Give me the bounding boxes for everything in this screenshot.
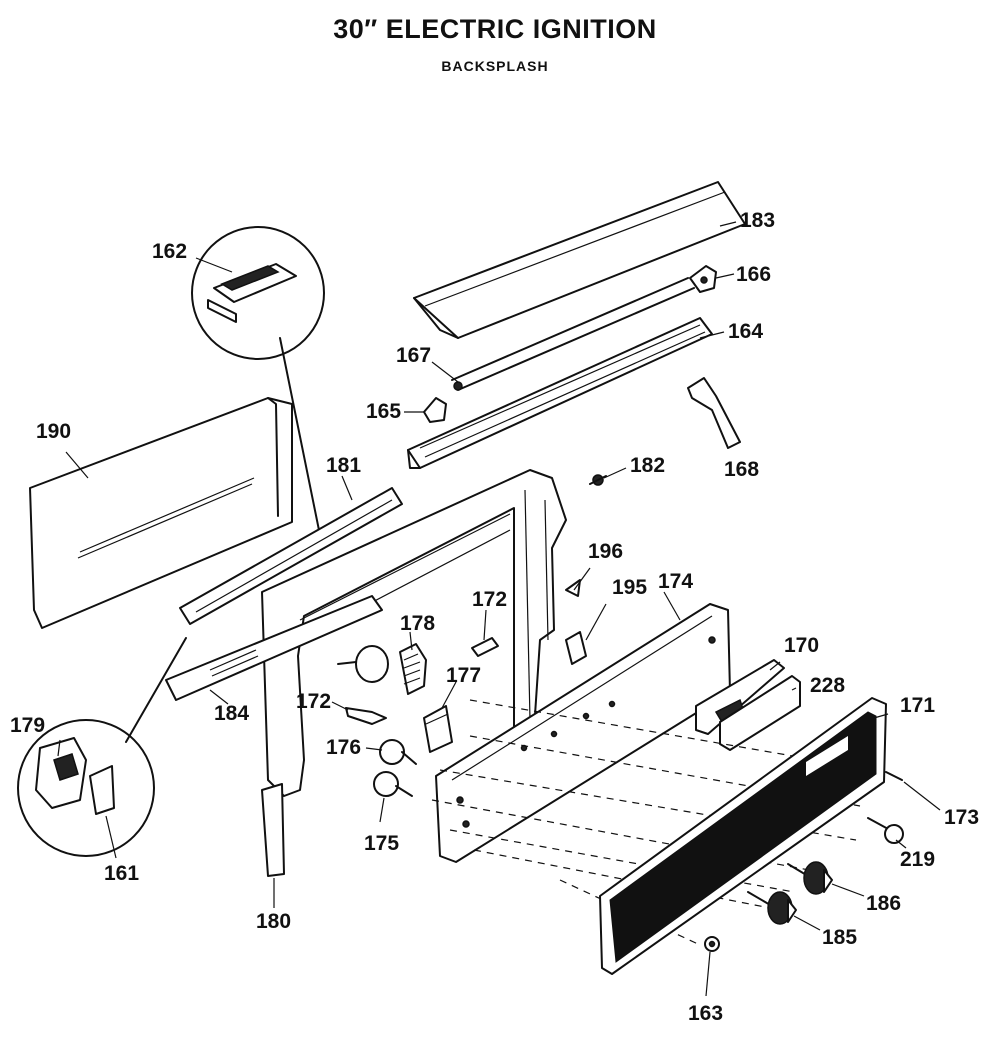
callout-163: 163 [688,1002,723,1025]
part-195-bracket [565,631,587,665]
part-228-clock [719,675,801,751]
callout-177: 177 [446,664,481,687]
part-219-knob [867,817,904,844]
callout-190: 190 [36,420,71,443]
leader-lines [57,221,941,997]
callout-196: 196 [588,540,623,563]
callout-166: 166 [736,263,771,286]
part-168-bracket [687,377,741,449]
callout-178: 178 [400,612,435,635]
callout-219: 219 [900,848,935,871]
part-172-pins [345,637,499,725]
part-186-knob [787,861,833,895]
part-190-rear-panel [29,397,293,629]
diagram-subtitle: BACKSPLASH [441,58,549,74]
callout-184: 184 [214,702,249,725]
callout-186: 186 [866,892,901,915]
detail-circle-162 [191,226,325,546]
callout-172-lower: 172 [296,690,331,713]
callout-179: 179 [10,714,45,737]
part-163-grommet [704,936,720,952]
callout-165: 165 [366,400,401,423]
part-173-screw [885,771,903,781]
part-181-strip [179,487,403,625]
diagram-title: 30″ ELECTRIC IGNITION [333,14,657,44]
callout-164: 164 [728,320,763,343]
part-184-lower-strip [165,595,383,701]
callout-175: 175 [364,832,399,855]
callout-183: 183 [740,209,775,232]
part-164-channel [407,317,713,469]
callout-168: 168 [724,458,759,481]
part-177-switch [423,705,453,753]
backsplash-frame [261,469,567,797]
callout-185: 185 [822,926,857,949]
part-196-clip [565,579,581,597]
callout-171: 171 [900,694,935,717]
part-166-end-cap [689,265,717,293]
callout-180: 180 [256,910,291,933]
callout-162: 162 [152,240,187,263]
part-185-knob [747,891,797,925]
callout-170: 170 [784,634,819,657]
part-171-front-glass [599,697,887,975]
callout-labels: 183 166 164 167 165 168 162 190 181 182 … [10,209,979,1025]
callout-174: 174 [658,570,693,593]
callout-176: 176 [326,736,361,759]
part-165-end-cap [423,397,447,423]
callout-182: 182 [630,454,665,477]
callout-195: 195 [612,576,647,599]
callout-167: 167 [396,344,431,367]
part-178-module [337,643,427,695]
detail-circle-179-161 [17,637,187,857]
callout-161: 161 [104,862,139,885]
callout-173: 173 [944,806,979,829]
part-180-side-support [261,783,285,877]
part-167-rod [451,277,695,391]
callout-172-upper: 172 [472,588,507,611]
callout-228: 228 [810,674,845,697]
callout-181: 181 [326,454,361,477]
part-183-top-trim [413,181,746,339]
part-182-screw [589,474,607,486]
part-176-175-switches [373,739,417,797]
